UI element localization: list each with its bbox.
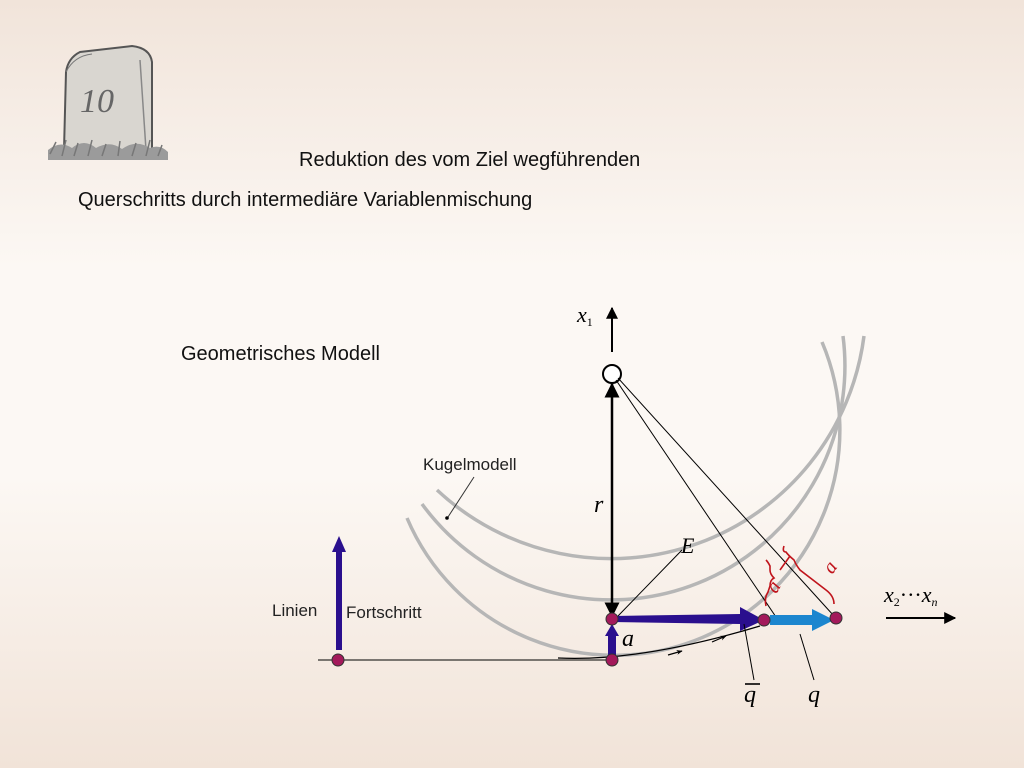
fortschritt-label: Fortschritt xyxy=(346,603,422,622)
base-point xyxy=(605,653,619,667)
q-label: q xyxy=(808,682,820,708)
qbar-label: q xyxy=(744,682,756,708)
slide-title-line-2: Querschritts durch intermediäre Variable… xyxy=(78,189,533,211)
line-to-q-point xyxy=(617,377,835,617)
kugelmodell-leader-line xyxy=(447,476,475,518)
E-label: E xyxy=(680,533,695,558)
a-red-outer-label: a xyxy=(818,557,842,578)
qbar-point xyxy=(757,613,771,627)
sphere-model-arcs xyxy=(405,335,866,658)
curved-path-arrowhead-1 xyxy=(667,650,683,656)
left-point xyxy=(331,653,345,667)
kugelmodell-label: Kugelmodell xyxy=(423,455,517,474)
outer-brace xyxy=(782,545,835,605)
radius-label: r xyxy=(594,492,604,518)
section-subtitle: Geometrisches Modell xyxy=(181,343,380,365)
target-point xyxy=(602,364,622,384)
qbar-leader-line xyxy=(743,623,755,681)
tombstone-number-icon: 10 xyxy=(48,44,168,160)
kugelmodell-leader-dot xyxy=(445,516,449,520)
curved-path xyxy=(557,625,761,659)
E-leader-line xyxy=(617,549,683,617)
q-point xyxy=(829,611,843,625)
slide-title-line-1: Reduktion des vom Ziel wegführenden xyxy=(299,149,641,171)
x1-axis-label: x1 xyxy=(576,302,593,329)
q-progress-arrow xyxy=(770,609,834,631)
a-vertical-arrow xyxy=(605,624,619,658)
a-bottom-label: a xyxy=(622,626,634,652)
line-to-qbar-point xyxy=(615,379,779,621)
start-point xyxy=(605,612,619,626)
linien-label: Linien xyxy=(272,601,317,620)
x2-xn-axis-label: x2···xn xyxy=(883,582,938,609)
q-leader-line xyxy=(799,633,815,681)
curved-path-arrowhead-2 xyxy=(711,635,727,643)
inner-brace xyxy=(764,559,776,607)
outer-brace-tip xyxy=(779,555,791,571)
slide-number: 10 xyxy=(80,83,114,120)
qbar-progress-arrow xyxy=(612,607,764,631)
linien-fortschritt-arrow xyxy=(332,536,346,650)
